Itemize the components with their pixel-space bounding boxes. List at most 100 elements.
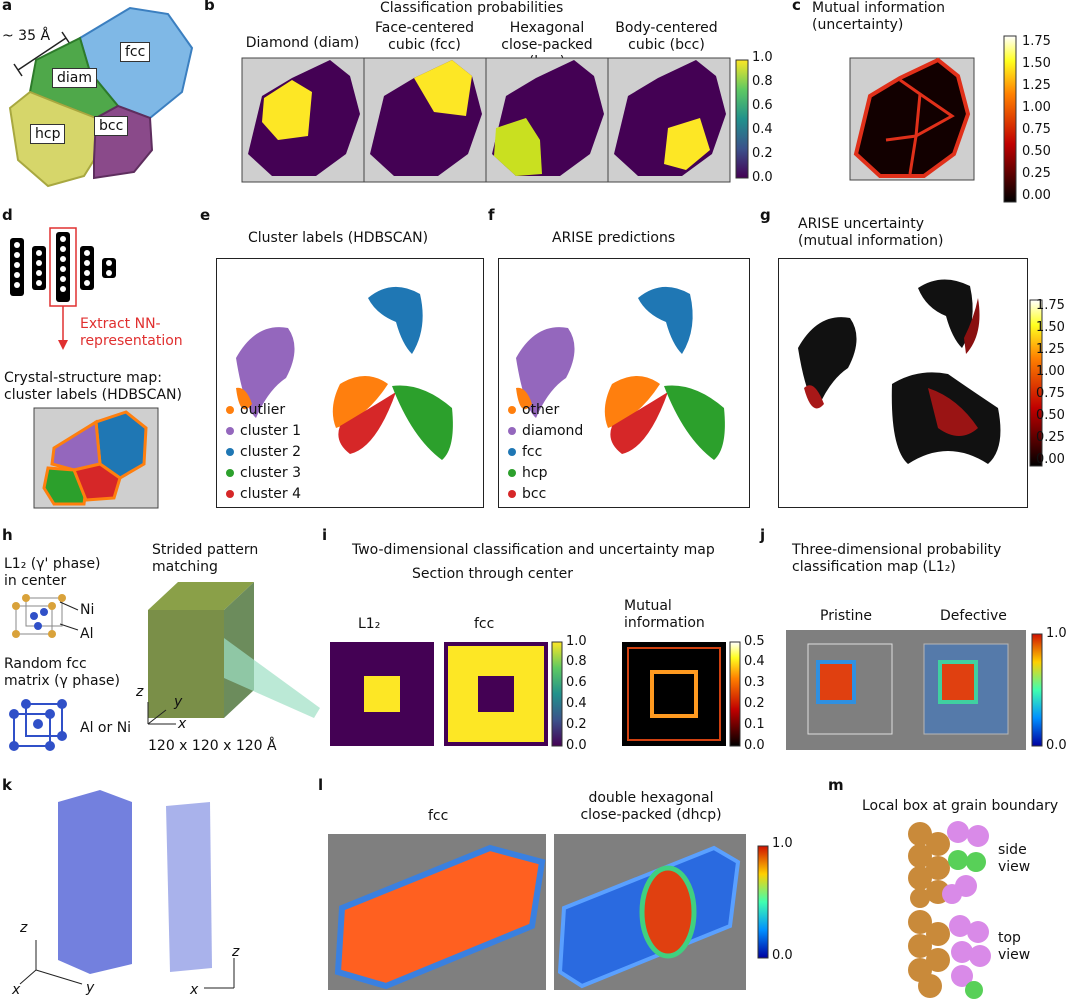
legend-item: cluster 3: [226, 463, 301, 484]
cbar-g-tick-0: 1.75: [1036, 298, 1065, 313]
panel-j-colorbar: [1031, 633, 1043, 747]
panel-c-map: [849, 57, 975, 181]
panel-b-title: Classification probabilities: [380, 0, 564, 16]
grain-label-diam: diam: [52, 68, 97, 88]
cbar-b-tick-5: 0.0: [752, 170, 773, 185]
k-axis-z: z: [20, 920, 28, 936]
map-label-l12: L1₂: [358, 616, 381, 632]
atom-arrows: [59, 601, 79, 631]
panel-m-letter: m: [828, 776, 844, 794]
cbar-i1-tick-4: 0.2: [566, 717, 587, 732]
panel-g-scatter: [798, 279, 1001, 464]
l-view-dhcp: double hexagonal close-packed (dhcp): [580, 790, 722, 823]
panel-a-letter: a: [2, 0, 13, 14]
m-view-side: side view: [998, 842, 1031, 875]
cbar-c-tick-2: 1.25: [1022, 78, 1051, 93]
cbar-b-tick-2: 0.6: [752, 98, 773, 113]
legend-dot-icon: [226, 406, 234, 414]
al-label: Al: [80, 626, 94, 642]
panel-i-letter: i: [322, 526, 328, 544]
panel-h-letter: h: [2, 526, 13, 544]
k-axes-left-icon: [19, 940, 83, 985]
view-label-defective: Defective: [940, 608, 1007, 624]
panel-b-sub-hcp: Hexagonal close-packed (hcp): [501, 20, 593, 70]
m-view-top: top view: [998, 930, 1031, 963]
panel-m-title: Local box at grain boundary: [862, 798, 1059, 814]
cbar-i2-tick-1: 0.4: [744, 654, 765, 669]
panel-l-render: [328, 834, 746, 990]
grain-label-hcp: hcp: [30, 124, 66, 144]
cbar-g-tick-3: 1.00: [1036, 364, 1065, 379]
legend-dot-icon: [508, 469, 516, 477]
k-axis-x: x: [12, 982, 21, 998]
extract-label: Extract NN- representation: [80, 316, 183, 349]
legend-item: diamond: [508, 421, 583, 442]
cbar-l-tick-1: 0.0: [772, 948, 793, 963]
axes-icon: [147, 702, 176, 725]
cbar-c-tick-5: 0.50: [1022, 144, 1051, 159]
cbar-c-tick-1: 1.50: [1022, 56, 1051, 71]
ni-label: Ni: [80, 602, 95, 618]
panel-b-maps: [241, 57, 731, 183]
legend-item: bcc: [508, 484, 583, 505]
cbar-i2-tick-5: 0.0: [744, 738, 765, 753]
cbar-i2-tick-0: 0.5: [744, 634, 765, 649]
scale-label: ~ 35 Å: [2, 28, 51, 44]
l12-lattice: [12, 594, 66, 638]
legend-dot-icon: [508, 406, 516, 414]
cbar-c-tick-6: 0.25: [1022, 166, 1051, 181]
scale-bar: [8, 6, 194, 188]
cbar-i2-tick-4: 0.1: [744, 717, 765, 732]
panel-b-sub-diam: Diamond (diam): [245, 35, 360, 51]
grain-boundary-side: [908, 821, 989, 908]
panel-f-letter: f: [488, 206, 495, 224]
strided-label: Strided pattern matching: [152, 542, 259, 575]
k-axes-right-icon: [204, 958, 235, 989]
box-size-label: 120 x 120 x 120 Å: [148, 738, 277, 754]
cbar-g-tick-5: 0.50: [1036, 408, 1065, 423]
cbar-c-tick-7: 0.00: [1022, 188, 1051, 203]
legend-item: outlier: [226, 400, 301, 421]
nn-diagram: [10, 227, 116, 350]
cbar-i2-tick-3: 0.2: [744, 696, 765, 711]
cbar-g-tick-6: 0.25: [1036, 430, 1065, 445]
panel-f-legend: other diamond fcc hcp bcc: [508, 400, 583, 505]
panel-c-letter: c: [792, 0, 801, 14]
strided-cube: [148, 582, 320, 718]
map-fcc: [444, 642, 548, 746]
panel-j-render: [786, 630, 1026, 750]
axis-x: x: [178, 716, 187, 732]
panel-g-colorbar: [1029, 299, 1043, 467]
phase1-label: L1₂ (γ' phase) in center: [4, 556, 101, 589]
cbar-i1-tick-5: 0.0: [566, 738, 587, 753]
cbar-g-tick-4: 0.75: [1036, 386, 1065, 401]
grain-label-bcc: bcc: [94, 116, 129, 136]
legend-dot-icon: [226, 490, 234, 498]
panel-c-colorbar: [1003, 35, 1017, 203]
panel-e-title: Cluster labels (HDBSCAN): [248, 230, 429, 246]
mi-label: Mutual information: [624, 598, 705, 631]
legend-item: other: [508, 400, 583, 421]
k-axis-x2: x: [190, 982, 199, 998]
panel-c-title: Mutual information (uncertainty): [812, 0, 946, 33]
panel-b-sub-fcc: Face-centered cubic (fcc): [375, 20, 474, 53]
panel-i-title: Two-dimensional classification and uncer…: [352, 542, 715, 558]
cbar-g-tick-7: 0.00: [1036, 452, 1065, 467]
legend-item: cluster 4: [226, 484, 301, 505]
panel-j-title: Three-dimensional probability classifica…: [792, 542, 1002, 575]
cbar-b-tick-1: 0.8: [752, 74, 773, 89]
cbar-i1-tick-3: 0.4: [566, 696, 587, 711]
alni-label: Al or Ni: [80, 720, 132, 736]
legend-dot-icon: [508, 448, 516, 456]
fcc-lattice: [9, 699, 67, 751]
cbar-c-tick-0: 1.75: [1022, 34, 1051, 49]
map-label-fcc: fcc: [474, 616, 495, 632]
map-mi: [622, 642, 726, 746]
cbar-g-tick-2: 1.25: [1036, 342, 1065, 357]
legend-item: hcp: [508, 463, 583, 484]
panel-l-colorbar: [757, 845, 769, 959]
crystal-structure-map: [33, 407, 159, 509]
cbar-i1-tick-0: 1.0: [566, 634, 587, 649]
cbar-j-tick-0: 1.0: [1046, 626, 1067, 641]
legend-dot-icon: [508, 490, 516, 498]
